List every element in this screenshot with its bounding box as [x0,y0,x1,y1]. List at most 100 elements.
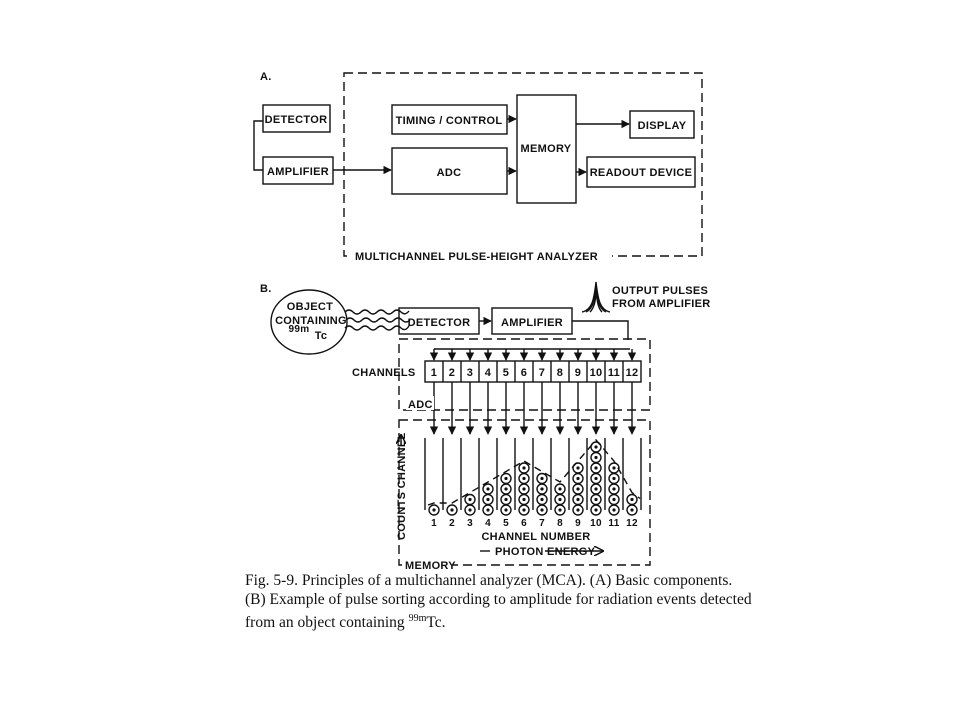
count-marker-dot [594,487,598,491]
channel-number-1: 1 [431,367,437,379]
channel-axis-label-7: 7 [539,518,545,529]
channel-axis-label-5: 5 [503,518,509,529]
channel-axis-label-9: 9 [575,518,581,529]
caption-superscript: 99m [408,613,427,624]
channel-number-3: 3 [467,367,473,379]
count-marker-dot [486,487,490,491]
channels-label: CHANNELS [352,367,416,379]
count-marker-dot [576,497,580,502]
channel-axis-label-4: 4 [485,518,491,529]
counts-axis-label: COUNTS CHANNEL [396,433,408,540]
channel-number-label: CHANNEL NUMBER [481,531,590,543]
radiation-wave [345,317,411,323]
isotope-superscript: 99m [289,324,310,335]
isotope-base: Tc [315,330,328,342]
count-marker-dot [594,476,598,481]
count-marker-dot [504,508,508,512]
channel-axis-label-2: 2 [449,518,455,529]
count-marker-dot [522,508,526,512]
detector-box [262,104,331,133]
object-ellipse [270,289,348,355]
memory-label-bg [403,558,453,572]
count-marker-dot [576,487,580,491]
count-marker-dot [594,445,598,449]
count-marker-dot [540,476,544,481]
count-marker-dot [630,497,634,502]
channel-number-5: 5 [503,367,509,379]
count-marker-dot [576,476,580,481]
count-marker-dot [594,455,598,460]
count-marker-dot [468,497,472,502]
count-marker-dot [432,508,436,512]
energy-spectrum-envelope [427,438,641,506]
count-marker-dot [576,508,580,512]
count-marker-dot [612,466,616,470]
count-marker-dot [540,487,544,491]
channel-number-12: 12 [626,367,639,379]
display-label: DISPLAY [638,120,687,132]
channel-axis-label-6: 6 [521,518,527,529]
count-marker-dot [558,487,562,491]
output-pulses-line2: FROM AMPLIFIER [612,298,711,310]
count-marker-dot [558,508,562,512]
count-marker-dot [558,497,562,502]
channel-number-7: 7 [539,367,545,379]
caption-line-3: from an object containing 99mTc. [245,609,765,632]
count-marker-dot [450,508,454,512]
channel-dividers [442,361,624,382]
object-label-line1: OBJECT [287,301,333,313]
count-marker-dot [504,487,508,491]
output-pulse-icon [589,289,603,313]
object-label-line2: CONTAINING [275,315,347,327]
bus-arrows [429,349,637,361]
count-marker-dot [522,476,526,481]
channel-to-memory-arrows [429,382,637,435]
analyzer-enclosure [343,72,703,257]
count-marker-dot [468,508,472,512]
count-marker-dot [612,487,616,491]
detector-label: DETECTOR [265,114,328,126]
channel-axis-label-1: 1 [431,518,437,529]
count-marker-dot [522,497,526,502]
channel-axis-label-12: 12 [626,518,638,529]
caption-line-3-prefix: from an object containing [245,614,409,632]
count-marker-dot [612,476,616,481]
count-marker-dot [612,508,616,512]
count-marker-dot [504,497,508,502]
count-marker-dot [486,508,490,512]
analyzer-enclosure-label: MULTICHANNEL PULSE-HEIGHT ANALYZER [355,251,598,263]
amplifier-label: AMPLIFIER [267,166,329,178]
channel-axis-label-8: 8 [557,518,563,529]
count-marker-dot [594,508,598,512]
panel-b-letter: B. [260,283,272,295]
count-marker-dot [522,466,526,470]
caption-line-3-suffix: Tc. [426,614,446,632]
adc-enclosure-label: ADC [408,399,433,411]
panel-a-letter: A. [260,71,272,83]
channel-number-10: 10 [590,367,603,379]
readout-device-label: READOUT DEVICE [590,167,693,179]
channel-axis-label-3: 3 [467,518,473,529]
output-pulses-line1: OUTPUT PULSES [612,285,708,297]
memory-enclosure [398,419,651,566]
amplifier-output-line [572,320,629,340]
counts-markers [428,441,638,516]
figure-caption: Fig. 5-9. Principles of a multichannel a… [245,571,765,632]
count-marker-dot [630,508,634,512]
memory-enclosure-label: MEMORY [405,560,456,572]
count-marker-dot [540,508,544,512]
enclosure-label-bg [352,248,612,262]
detector-to-amplifier-line [253,120,263,171]
channel-number-4: 4 [485,367,492,379]
display-box [629,110,695,139]
channel-number-9: 9 [575,367,581,379]
channel-axis-label-10: 10 [590,518,602,529]
channel-number-11: 11 [608,367,620,379]
caption-line-1: Fig. 5-9. Principles of a multichannel a… [245,572,733,589]
output-pulse-icon [585,285,607,313]
timing-control-label: TIMING / CONTROL [396,115,503,127]
